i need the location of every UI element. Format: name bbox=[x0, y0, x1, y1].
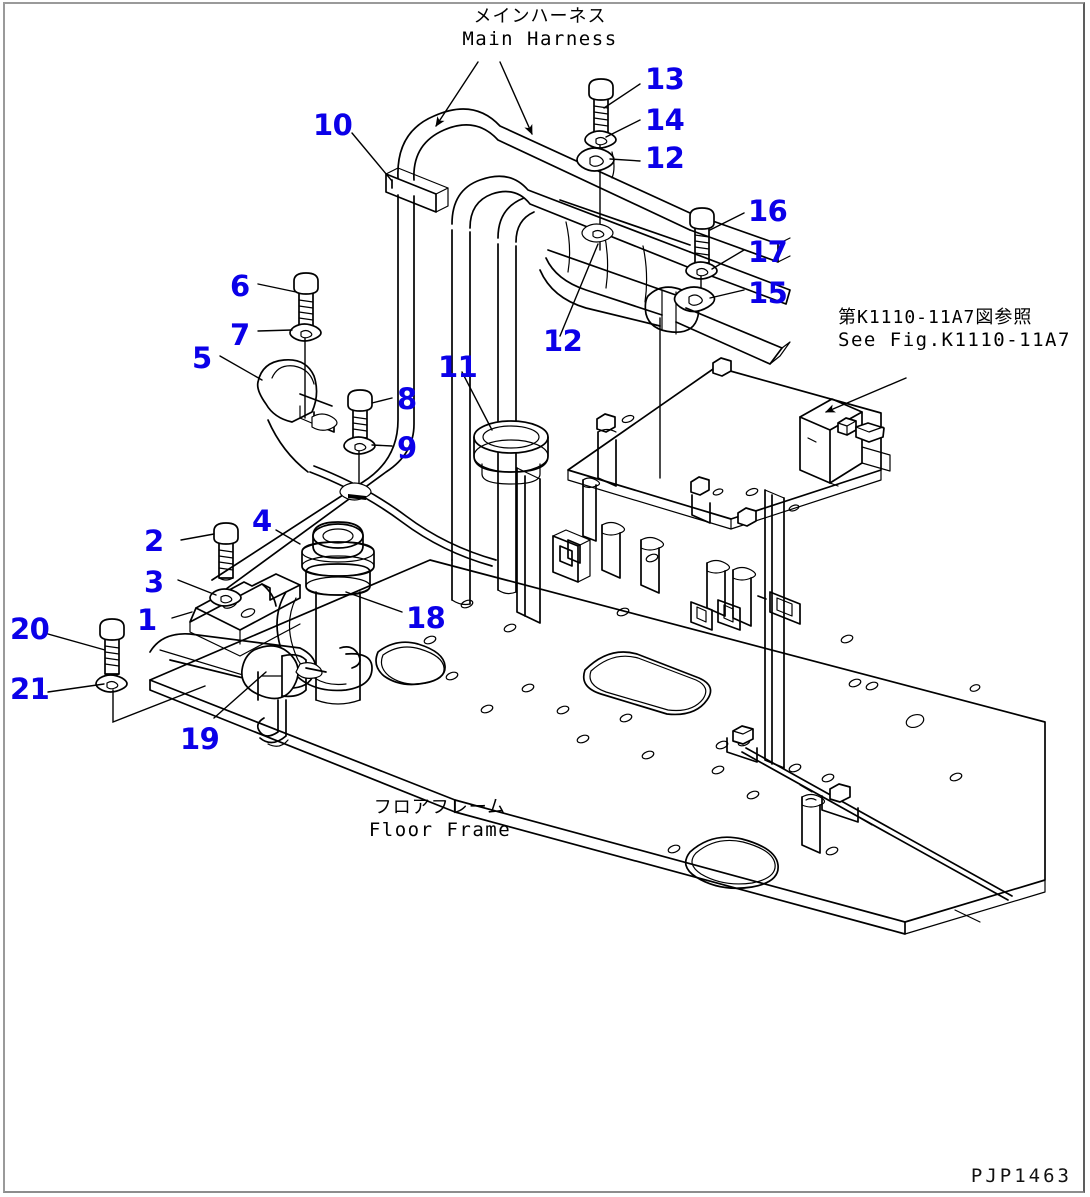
label-see-figure-jp: 第K1110-11A7図参照 bbox=[838, 307, 1033, 328]
bolt-13 bbox=[588, 78, 614, 137]
bracket-nut bbox=[837, 417, 857, 436]
callout-7: 7 bbox=[230, 318, 250, 352]
label-main-harness-jp: メインハーネス bbox=[473, 6, 607, 27]
bolt-2 bbox=[213, 522, 239, 581]
callout-8: 8 bbox=[397, 382, 417, 416]
post-cap-nut-3 bbox=[737, 507, 757, 527]
callout-16: 16 bbox=[748, 194, 788, 228]
support-posts bbox=[516, 357, 859, 854]
main-harness-arrows bbox=[435, 61, 533, 135]
callout-17: 17 bbox=[748, 235, 788, 269]
controller-mount-plate bbox=[567, 366, 891, 530]
floor-frame-plate bbox=[149, 553, 1046, 935]
bolt-8 bbox=[347, 389, 373, 441]
label-main-harness: メインハーネス Main Harness bbox=[430, 5, 650, 51]
callout-12b: 12 bbox=[543, 324, 583, 358]
label-main-harness-en: Main Harness bbox=[462, 28, 618, 50]
see-figure-arrow bbox=[825, 377, 907, 413]
post-cap-nut-4 bbox=[712, 357, 732, 377]
clamp-12-lower bbox=[581, 223, 614, 243]
label-floor-frame-jp: フロアフレーム bbox=[373, 797, 507, 818]
label-floor-frame: フロアフレーム Floor Frame bbox=[335, 796, 545, 842]
callout-15: 15 bbox=[748, 276, 788, 310]
callout-18: 18 bbox=[406, 601, 446, 635]
drawing-number: PJP1463 bbox=[970, 1165, 1072, 1187]
grommet-11 bbox=[473, 420, 549, 485]
washer-21 bbox=[95, 674, 206, 724]
callout-12: 12 bbox=[645, 141, 685, 175]
callout-5: 5 bbox=[192, 341, 212, 375]
callout-10: 10 bbox=[313, 108, 353, 142]
post-cap-nut-5 bbox=[726, 725, 758, 763]
callout-20: 20 bbox=[10, 612, 50, 646]
washer-3 bbox=[209, 588, 242, 607]
callout-11: 11 bbox=[438, 350, 478, 384]
callout-13: 13 bbox=[645, 62, 685, 96]
washer-9 bbox=[339, 436, 376, 501]
callout-19: 19 bbox=[180, 722, 220, 756]
clamp-19 bbox=[149, 632, 327, 747]
clamp-10 bbox=[385, 167, 449, 213]
callout-21: 21 bbox=[10, 672, 50, 706]
post-cap-nut-6 bbox=[821, 783, 859, 823]
post-cap-nut-2 bbox=[690, 476, 711, 524]
post-cap-nut-1 bbox=[596, 413, 617, 487]
callout-3: 3 bbox=[144, 565, 164, 599]
bolt-20 bbox=[99, 618, 125, 677]
callout-leaders bbox=[47, 83, 745, 719]
label-see-figure-en: See Fig.K1110-11A7 bbox=[838, 329, 1071, 351]
main-harness-cables bbox=[211, 108, 791, 606]
washer-7 bbox=[289, 323, 322, 419]
callout-2: 2 bbox=[144, 524, 164, 558]
bolt-6 bbox=[293, 272, 319, 331]
callout-14: 14 bbox=[645, 103, 685, 137]
callout-9: 9 bbox=[397, 431, 417, 465]
grommet-18 bbox=[276, 521, 375, 705]
clamp-5 bbox=[256, 358, 338, 433]
callout-6: 6 bbox=[230, 269, 250, 303]
deck-connector-brackets bbox=[567, 539, 801, 631]
label-see-figure: 第K1110-11A7図参照 See Fig.K1110-11A7 bbox=[838, 306, 1071, 352]
callout-4: 4 bbox=[252, 504, 272, 538]
clamp-15 bbox=[644, 286, 791, 479]
label-floor-frame-en: Floor Frame bbox=[368, 819, 512, 841]
bracket-1 bbox=[189, 573, 301, 657]
clamp-12-upper bbox=[576, 147, 615, 172]
callout-1: 1 bbox=[137, 603, 157, 637]
